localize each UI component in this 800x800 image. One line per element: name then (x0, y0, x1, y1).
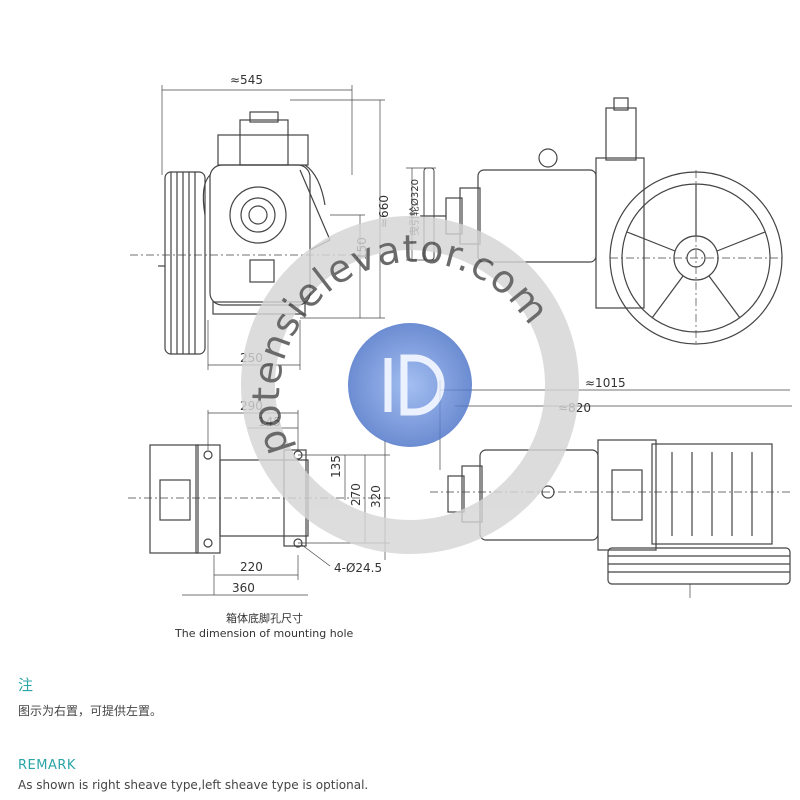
front-gearbox (202, 111, 331, 315)
front-view (130, 85, 385, 370)
watermark: potensielevator.com (241, 216, 579, 554)
note-text: 图示为右置，可提供左置。 (18, 704, 163, 718)
caption-mount-en: The dimension of mounting hole (174, 627, 353, 640)
front-sheave (158, 171, 206, 355)
side-traction-wheel (609, 170, 783, 345)
technical-drawing: ≈545 ≈660 150 曳引轮Ø320 250 290 145 135 27… (128, 73, 792, 640)
remark-text: As shown is right sheave type,left sheav… (18, 778, 369, 792)
side-view (420, 97, 783, 345)
watermark-ring (241, 216, 579, 554)
watermark-logo-icon (384, 354, 445, 416)
dim-holes: 4-Ø24.5 (334, 561, 382, 575)
dimension-labels: ≈545 ≈660 150 曳引轮Ø320 250 290 145 135 27… (174, 73, 626, 640)
side-brake (595, 97, 645, 309)
caption-mount-cn: 箱体底脚孔尺寸 (226, 611, 303, 625)
dim-height-270: 270 (349, 483, 363, 506)
note-title: 注 (18, 676, 34, 694)
dim-width-360: 360 (232, 581, 255, 595)
remark-title: REMARK (18, 758, 76, 773)
dim-height-320: 320 (369, 485, 383, 508)
top-view (430, 380, 792, 598)
dim-width-545: ≈545 (230, 73, 263, 87)
dim-width-220: 220 (240, 560, 263, 574)
dim-height-135: 135 (329, 455, 343, 478)
dim-length-1015: ≈1015 (585, 376, 626, 390)
watermark-logo-disc (348, 323, 472, 447)
